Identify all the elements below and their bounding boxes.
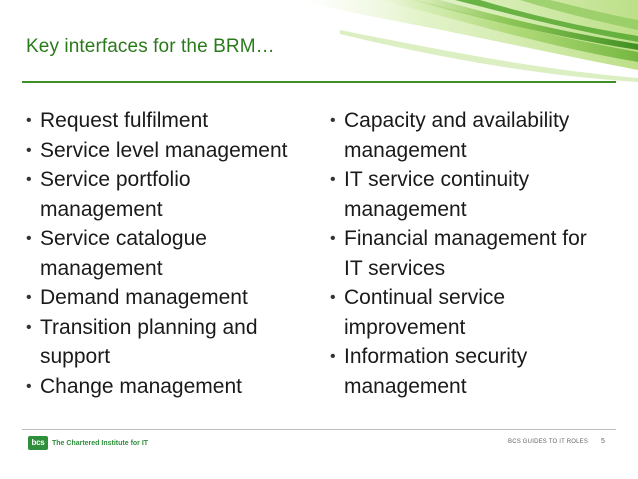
bullet-icon: • (26, 230, 32, 247)
list-item: •Continual service improvement (330, 283, 620, 342)
bullet-icon: • (26, 377, 32, 395)
left-bullet-list: •Request fulfilment •Service level manag… (26, 106, 316, 401)
bullet-icon: • (330, 171, 336, 188)
list-item: •Transition planning and support (26, 313, 316, 372)
bullet-icon: • (26, 318, 32, 336)
list-item: •IT service continuity management (330, 165, 620, 224)
page-number: 5 (601, 438, 605, 445)
list-item: •Capacity and availability management (330, 106, 620, 165)
slide-title: Key interfaces for the BRM… (26, 36, 275, 57)
list-item: •Service catalogue management (26, 224, 316, 283)
footer-divider (22, 429, 616, 430)
bullet-icon: • (330, 230, 336, 247)
bullet-icon: • (26, 289, 32, 306)
bullet-icon: • (26, 141, 32, 159)
footer-label: BCS GUIDES TO IT ROLES (508, 439, 589, 445)
list-item: •Financial management for IT services (330, 224, 620, 283)
list-item: •Change management (26, 372, 316, 402)
bullet-icon: • (330, 112, 336, 129)
list-item: •Demand management (26, 283, 316, 313)
bcs-logo: bcs The Chartered Institute for IT (28, 435, 148, 451)
bullet-icon: • (330, 348, 336, 365)
bullet-icon: • (26, 171, 32, 188)
bcs-logo-text: The Chartered Institute for IT (52, 439, 149, 447)
list-item: •Information security management (330, 342, 620, 401)
bullet-icon: • (26, 112, 32, 129)
right-bullet-list: •Capacity and availability management •I… (330, 106, 620, 401)
list-item: •Request fulfilment (26, 106, 316, 136)
title-underline (22, 81, 616, 83)
list-item: •Service portfolio management (26, 165, 316, 224)
bcs-logo-icon: bcs (28, 436, 48, 450)
bullet-icon: • (330, 289, 336, 306)
list-item: •Service level management (26, 136, 316, 166)
green-swoosh-decoration (300, 0, 638, 82)
